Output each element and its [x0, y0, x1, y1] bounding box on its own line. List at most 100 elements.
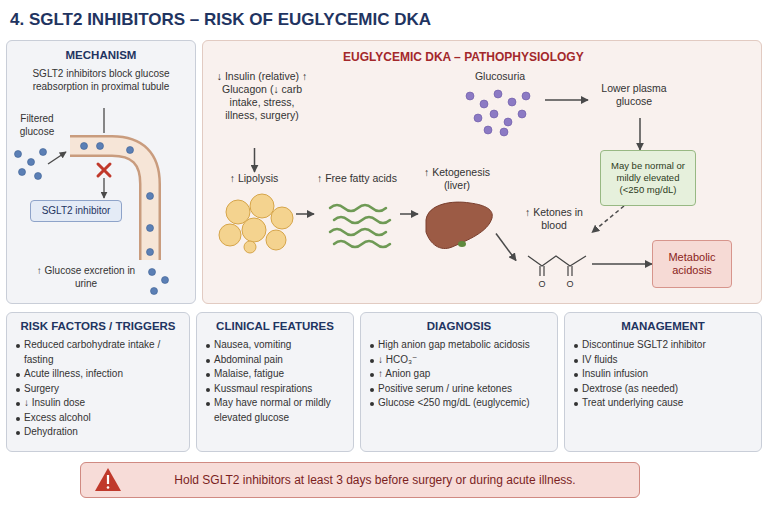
list-item: Discontinue SGLT2 inhibitor	[565, 338, 761, 353]
diagram-title: 4. SGLT2 INHIBITORS – RISK OF EUGLYCEMIC…	[10, 10, 431, 30]
list-item: Dehydration	[7, 425, 189, 440]
acidosis-box: Metabolic acidosis	[652, 240, 732, 288]
flow-arrow	[254, 148, 256, 172]
panel-heading: DIAGNOSIS	[361, 320, 557, 332]
glucose-dot	[127, 147, 134, 154]
atom-label: O	[537, 278, 547, 290]
item-text: Discontinue SGLT2 inhibitor	[582, 339, 706, 350]
flow-arrow	[296, 213, 314, 215]
item-text: Dehydration	[24, 426, 78, 437]
liver	[426, 202, 492, 248]
list-item: Kussmaul respirations	[197, 382, 353, 397]
step-label: ↑ Ketones in blood	[516, 206, 592, 232]
glucose-range-box: May be normal or mildly elevated (<250 m…	[600, 150, 696, 206]
urine-glucose-dots	[522, 92, 530, 100]
bullet-dot	[574, 402, 578, 406]
glucosuria-step: Glucosuria	[455, 70, 545, 138]
list-item: Treat underlying cause	[565, 396, 761, 411]
item-text: Acute illness, infection	[24, 368, 123, 379]
bullet-dot	[206, 373, 210, 377]
warning-icon	[107, 475, 109, 484]
fat-cells	[244, 241, 256, 253]
item-text: May have normal or mildly elevated gluco…	[214, 397, 331, 423]
flow-arrow	[592, 206, 624, 232]
mechanism-panel: MECHANISMSGLT2 inhibitors block glucose …	[6, 40, 196, 304]
block-cross	[98, 164, 110, 176]
item-text: Malaise, fatigue	[214, 368, 284, 379]
urine-glucose-dots	[508, 98, 516, 106]
transport-line	[103, 108, 104, 133]
list-item: Insulin infusion	[565, 367, 761, 382]
block-cross	[98, 164, 110, 176]
risk-panel: RISK FACTORS / TRIGGERSReduced carbohydr…	[6, 312, 190, 452]
glucose-label: Filtered glucose	[10, 112, 64, 138]
flow-arrow	[639, 118, 641, 150]
bullet-dot	[370, 373, 374, 377]
list-item: ↓ HCO₃⁻	[361, 353, 557, 368]
diagnosis-panel: DIAGNOSISHigh anion gap metabolic acidos…	[360, 312, 558, 452]
pathophysiology-panel: EUGLYCEMIC DKA – PATHOPHYSIOLOGY↓ Insuli…	[202, 40, 762, 304]
glucose-dot	[19, 169, 26, 176]
bullet-dot	[16, 373, 20, 377]
item-text: Excess alcohol	[24, 412, 91, 423]
fatty-acid-step: ↑ Free fatty acids	[314, 172, 400, 256]
bullet-dot	[370, 388, 374, 392]
panel-fill	[202, 40, 762, 304]
list-item: Dextrose (as needed)	[565, 382, 761, 397]
list-item: ↓ Insulin dose	[7, 396, 189, 411]
flow-arrow	[592, 263, 652, 265]
step-label: ↑ Free fatty acids	[314, 172, 400, 185]
box-text: May be normal or mildly elevated (<250 m…	[606, 160, 690, 196]
fatty-acid-chains	[330, 205, 390, 247]
urine-glucose-dots	[494, 90, 502, 98]
fat-cells	[271, 207, 293, 229]
item-text: Kussmaul respirations	[214, 383, 312, 394]
item-text: ↓ HCO₃⁻	[378, 354, 417, 365]
fatty-acid-chains	[334, 217, 390, 223]
glucose-dot	[147, 193, 154, 200]
list-item: Nausea, vomiting	[197, 338, 353, 353]
item-text: Insulin infusion	[582, 368, 648, 379]
box-text: SGLT2 inhibitor	[36, 205, 116, 217]
list-item: Reduced carbohydrate intake / fasting	[7, 338, 189, 367]
box-text: Metabolic acidosis	[658, 251, 726, 277]
bullet-dot	[370, 359, 374, 363]
warning-icon	[95, 468, 121, 491]
item-text: Positive serum / urine ketones	[378, 383, 512, 394]
fat-cells	[219, 194, 293, 253]
bullet-dot	[16, 417, 20, 421]
ketone-molecule	[567, 266, 568, 276]
ketogenesis-step: ↑ Ketogenesis (liver)	[418, 166, 496, 256]
urine-glucose-dots	[466, 90, 530, 136]
list-item: IV fluids	[565, 353, 761, 368]
glucose-dot	[15, 143, 169, 295]
urine-glucose-dots	[490, 110, 498, 118]
glucose-dot	[81, 143, 88, 150]
panel-heading: EUGLYCEMIC DKA – PATHOPHYSIOLOGY	[343, 50, 761, 64]
ketone-molecule	[528, 256, 586, 276]
fat-cells	[266, 230, 286, 250]
urine-glucose-dots	[484, 126, 492, 134]
fat-cells	[242, 218, 266, 242]
bullet-dot	[206, 402, 210, 406]
fat-cells	[250, 194, 274, 218]
item-text: Glucose <250 mg/dL (euglycemic)	[378, 397, 530, 408]
bullet-dot	[574, 388, 578, 392]
glucose-dot	[40, 149, 47, 156]
flow-arrow	[545, 99, 588, 101]
item-text: Dextrose (as needed)	[582, 383, 678, 394]
glucose-dot	[15, 151, 22, 158]
lipolysis-step: ↑ Lipolysis	[212, 172, 296, 256]
item-text: Reduced carbohydrate intake / fasting	[24, 339, 160, 365]
glucose-step: Lower plasma glucose	[588, 82, 680, 118]
list-item: Surgery	[7, 382, 189, 397]
urine-glucose-dots	[504, 118, 512, 126]
item-text: Surgery	[24, 383, 59, 394]
glucose-dot	[162, 277, 169, 284]
urine-glucose-dots	[500, 128, 508, 136]
fatty-acid-chains	[330, 205, 386, 211]
list-item: Malaise, fatigue	[197, 367, 353, 382]
ketone-molecule	[571, 266, 572, 276]
bullet-dot	[206, 344, 210, 348]
